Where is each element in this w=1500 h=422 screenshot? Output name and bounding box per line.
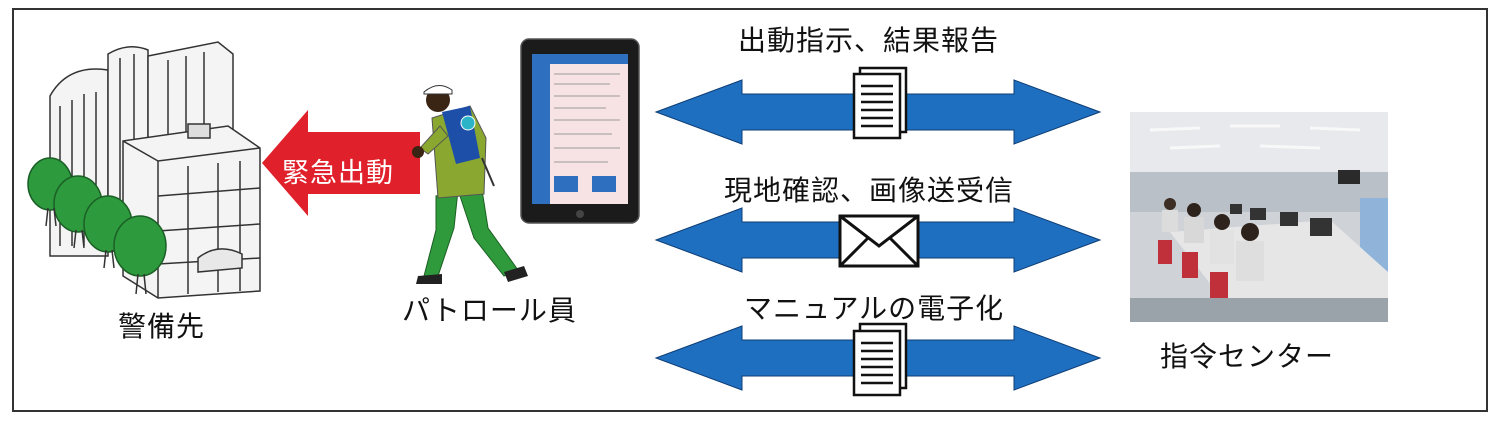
envelope-icon (838, 214, 920, 268)
patrol-label: パトロール員 (402, 294, 577, 327)
flow-label-1: 出動指示、結果報告 (738, 24, 1000, 57)
document-stack-icon (852, 66, 908, 140)
emergency-label: 緊急出動 (282, 158, 394, 189)
emergency-arrow (262, 110, 420, 216)
tablet-icon (520, 38, 640, 224)
diagram-frame (12, 8, 1488, 412)
site-label: 警備先 (118, 310, 206, 343)
document-stack-icon (852, 322, 908, 397)
control-center-photo (1130, 112, 1388, 322)
center-label: 指令センター (1160, 340, 1335, 373)
flow-label-2: 現地確認、画像送受信 (724, 174, 1015, 207)
building-illustration (27, 41, 261, 299)
patrol-person-illustration (412, 85, 528, 284)
flow-label-3: マニュアルの電子化 (744, 292, 1005, 325)
